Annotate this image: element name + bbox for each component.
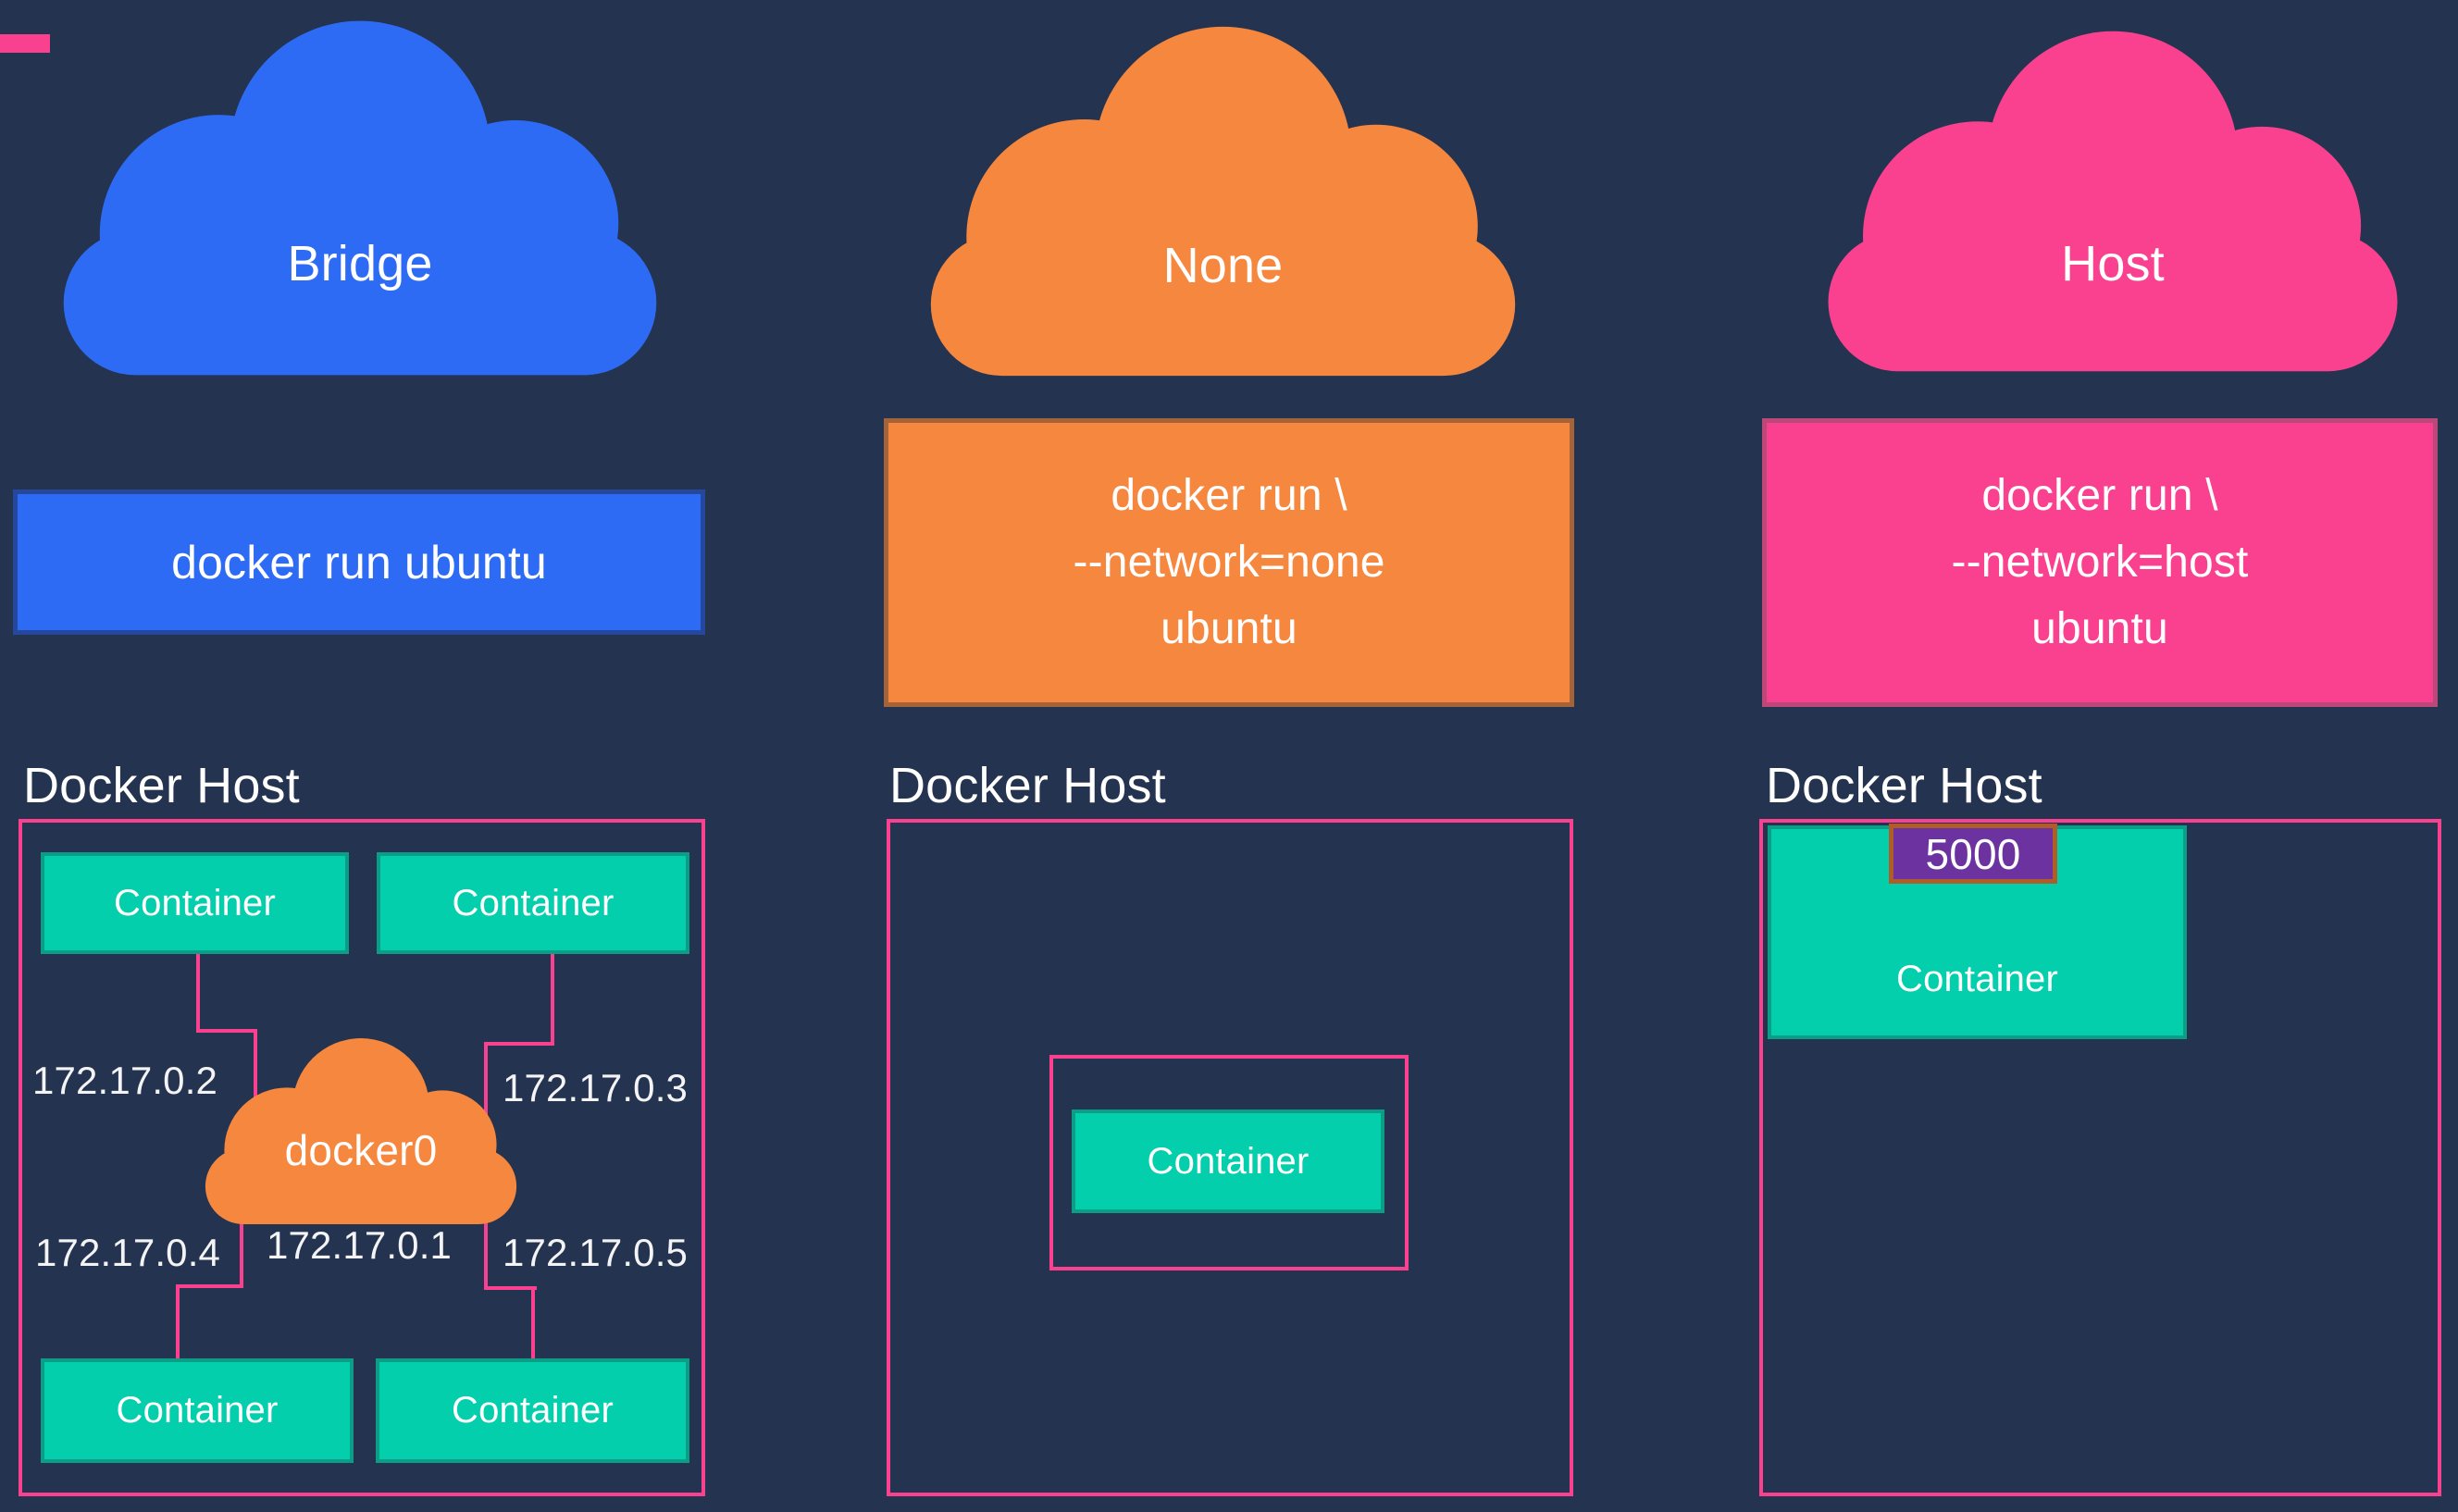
docker-host-box-bridge — [19, 819, 705, 1496]
container-box: Container — [41, 852, 349, 954]
connector-segment — [240, 1213, 243, 1288]
container-label: Container — [452, 882, 614, 923]
ip-label-gateway: 172.17.0.1 — [266, 1223, 453, 1267]
connector-segment — [484, 1042, 554, 1046]
docker0-cloud: docker0 — [194, 1036, 528, 1226]
connector-segment — [484, 1212, 488, 1290]
command-text: ubuntu — [1161, 604, 1297, 653]
connector-segment — [176, 1284, 180, 1358]
ip-label-bottom-left: 172.17.0.4 — [34, 1231, 221, 1274]
cloud-icon — [1805, 28, 2421, 375]
ip-label-top-left: 172.17.0.2 — [31, 1059, 218, 1102]
connector-segment — [484, 1042, 488, 1124]
ip-label-bottom-right: 172.17.0.5 — [502, 1231, 689, 1274]
command-text: docker run \ — [1981, 471, 2218, 520]
container-box: Container — [376, 1358, 689, 1463]
ip-label-top-right: 172.17.0.3 — [502, 1066, 689, 1109]
none-cloud: None — [912, 23, 1533, 379]
container-label: Container — [114, 882, 276, 923]
connector-segment — [196, 1029, 257, 1033]
host-command-box: docker run \ --network=host ubuntu — [1762, 418, 2438, 707]
bridge-cloud-label: Bridge — [287, 235, 433, 291]
container-label: Container — [1896, 959, 2058, 999]
cloud-icon — [912, 23, 1533, 379]
command-text: docker run \ — [1111, 471, 1347, 520]
connector-segment — [196, 953, 200, 1033]
host-cloud: Host — [1805, 28, 2421, 375]
command-text: ubuntu — [2031, 604, 2168, 653]
connector-segment — [484, 1286, 537, 1290]
none-cloud-label: None — [1162, 237, 1284, 293]
none-command-box: docker run \ --network=none ubuntu — [884, 418, 1574, 707]
corner-accent-dash — [0, 34, 50, 53]
docker0-label: docker0 — [284, 1126, 438, 1174]
docker-host-label-none: Docker Host — [889, 758, 1166, 813]
container-label: Container — [452, 1390, 614, 1431]
port-badge: 5000 — [1889, 824, 2057, 884]
docker-host-box-none — [887, 819, 1573, 1496]
cloud-icon — [53, 17, 667, 379]
bridge-cloud: Bridge — [53, 17, 667, 379]
container-label: Container — [116, 1390, 279, 1431]
container-label: Container — [1147, 1140, 1310, 1182]
none-network-inner-box — [1049, 1055, 1409, 1270]
connector-segment — [551, 953, 554, 1046]
docker-host-label-host: Docker Host — [1766, 758, 2042, 813]
command-text: --network=none — [1073, 538, 1385, 587]
container-box: Container — [377, 852, 689, 954]
connector-segment — [254, 1029, 257, 1101]
container-box: Container — [41, 1358, 354, 1463]
connector-segment — [531, 1286, 535, 1358]
bridge-command-box: docker run ubuntu — [13, 490, 705, 635]
host-cloud-label: Host — [2061, 236, 2165, 291]
command-text: docker run ubuntu — [171, 536, 547, 589]
docker-host-label-bridge: Docker Host — [23, 758, 300, 813]
connector-segment — [176, 1284, 243, 1288]
docker-host-box-host — [1759, 819, 2441, 1496]
command-text: --network=host — [1951, 538, 2249, 587]
container-box: Container — [1072, 1109, 1384, 1213]
